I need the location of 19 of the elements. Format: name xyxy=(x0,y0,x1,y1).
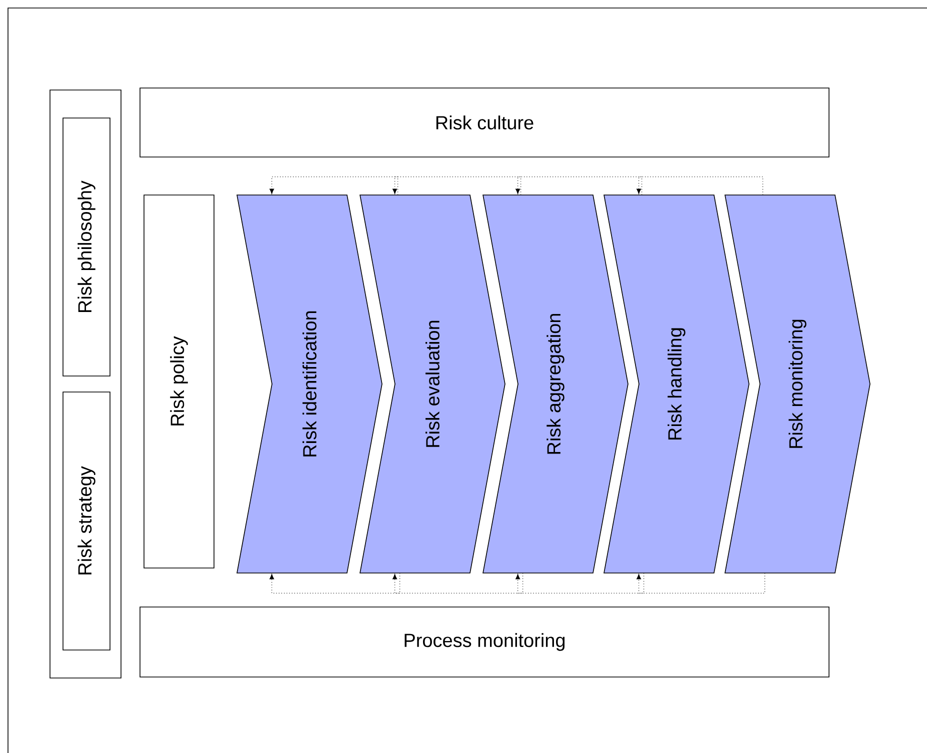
chevron-step: Risk identification xyxy=(236,194,382,574)
band-box: Process monitoring xyxy=(140,606,830,678)
label-box: Risk policy xyxy=(144,194,214,568)
label-box: Risk philosophy xyxy=(62,118,110,376)
feedback-arrow xyxy=(516,572,644,594)
label-box: Risk strategy xyxy=(62,392,110,650)
chevron-step: Risk handling xyxy=(604,194,750,574)
outer-box xyxy=(50,90,122,678)
band-box: Risk culture xyxy=(140,88,830,158)
chevron-step: Risk aggregation xyxy=(482,194,628,574)
feedback-arrow xyxy=(636,176,764,196)
feedback-arrow xyxy=(392,572,524,594)
feedback-arrow xyxy=(636,572,766,594)
feedback-arrow xyxy=(270,572,400,594)
feedback-arrow xyxy=(392,176,522,196)
chevron-step: Risk monitoring xyxy=(724,194,870,574)
feedback-arrow xyxy=(270,176,398,196)
chevron-step: Risk evaluation xyxy=(360,194,506,574)
feedback-arrow xyxy=(516,176,642,196)
